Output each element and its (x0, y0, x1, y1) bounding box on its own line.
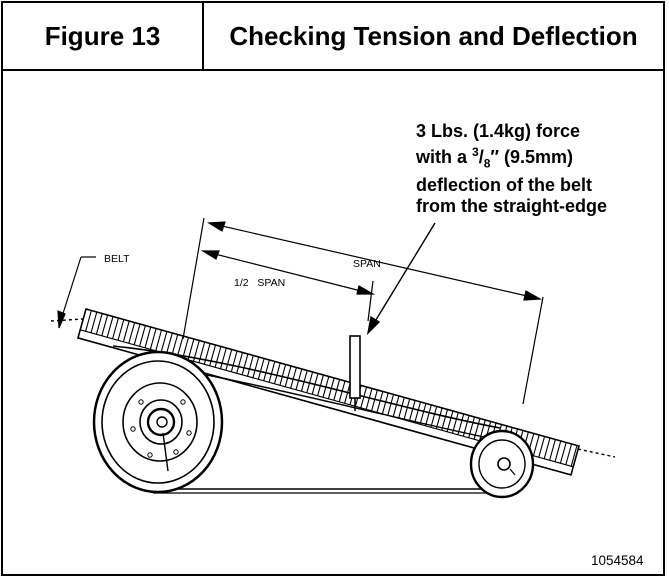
span-dimension (182, 217, 544, 405)
belt-tooth (446, 410, 454, 432)
belt-tooth (554, 440, 562, 462)
belt-tooth (139, 325, 146, 347)
belt-tooth (290, 367, 297, 389)
belt-tooth (160, 331, 168, 353)
belt-tooth (230, 350, 238, 372)
straight-edge-extension-right (577, 448, 616, 458)
belt-tooth (90, 311, 98, 333)
belt-tooth (263, 359, 270, 381)
belt-tooth (112, 317, 119, 339)
belt-tooth (241, 353, 249, 375)
belt-tooth (106, 316, 114, 338)
belt-tooth (408, 400, 416, 422)
belt-tooth (122, 320, 130, 342)
belt-tooth (543, 437, 551, 459)
belt-tooth (430, 406, 438, 428)
callout-line-1: 3 Lbs. (1.4kg) force (416, 121, 581, 141)
belt-tooth (171, 334, 179, 356)
belt-tooth (414, 401, 422, 423)
belt-tooth (268, 361, 276, 383)
belt-tooth (392, 395, 400, 417)
belt-tooth (565, 443, 573, 465)
belt-label: BELT (104, 253, 130, 265)
diagram-svg: BELT SPAN 1/2 SPAN 1054584 (50, 217, 644, 568)
belt-tooth (300, 370, 308, 392)
belt-tooth (387, 394, 395, 416)
belt-tension-diagram: BELT SPAN 1/2 SPAN 1054584 3 Lbs. (1.4kg… (3, 71, 663, 574)
belt-tooth (236, 352, 244, 374)
small-pulley (469, 429, 535, 499)
belt-tooth (398, 397, 405, 419)
belt-tooth (279, 364, 287, 386)
belt-tooth (295, 368, 303, 390)
belt-tooth (95, 313, 103, 335)
belt-tooth (371, 389, 378, 411)
belt-tooth (365, 388, 373, 410)
half-span-label: 1/2 SPAN (234, 277, 285, 289)
figure-header: Figure 13 Checking Tension and Deflectio… (3, 3, 663, 71)
callout-leader (366, 222, 436, 336)
large-pulley (92, 350, 224, 494)
belt-tooth (203, 343, 211, 365)
belt-leader (57, 256, 96, 329)
belt-tooth (478, 419, 486, 441)
callout-line-2: with a 3/8″ (9.5mm) (416, 145, 574, 171)
callout-line-4: from the straight-edge (416, 195, 608, 216)
belt-tooth (214, 346, 222, 368)
belt-tooth (570, 445, 578, 467)
force-gauge (349, 335, 361, 399)
belt-tooth (549, 439, 556, 461)
belt-tooth (101, 314, 109, 336)
belt-tooth (273, 362, 281, 384)
belt-tooth (246, 355, 254, 377)
belt-tooth (176, 335, 184, 357)
belt-tooth (284, 365, 292, 387)
belt-tooth (360, 386, 368, 408)
belt-tooth (441, 409, 449, 431)
figure-title: Checking Tension and Deflection (229, 21, 638, 51)
figure-number: Figure 13 (3, 3, 204, 69)
belt-tooth (128, 322, 136, 344)
belt-tooth (133, 323, 141, 345)
belt-tooth (252, 356, 260, 378)
belt-tooth (435, 407, 443, 429)
belt-tooth (165, 332, 173, 354)
belt-tooth (209, 344, 217, 366)
half-span-dimension (200, 250, 376, 322)
belt-tooth (403, 398, 411, 420)
part-number: 1054584 (591, 553, 644, 568)
belt-tooth (381, 392, 389, 414)
callout-line-3: deflection of the belt (416, 174, 593, 195)
belt-tooth (419, 403, 427, 425)
belt-tooth (559, 442, 567, 464)
belt-tooth (182, 337, 190, 359)
force-callout: 3 Lbs. (1.4kg) force with a 3/8″ (9.5mm)… (416, 121, 656, 217)
belt-tooth (532, 434, 540, 456)
belt-tooth (257, 358, 265, 380)
belt-tooth (155, 329, 163, 351)
belt-tooth (225, 349, 233, 371)
belt-tooth (144, 326, 152, 348)
belt-tooth (149, 328, 157, 350)
belt-tooth (424, 404, 432, 426)
span-label: SPAN (353, 258, 381, 270)
straight-edge-extension-left (50, 318, 84, 322)
belt-tooth (219, 347, 227, 369)
belt-tooth (117, 319, 125, 341)
belt-tooth (376, 391, 384, 413)
belt-tooth (85, 310, 92, 332)
belt-tooth (538, 436, 546, 458)
